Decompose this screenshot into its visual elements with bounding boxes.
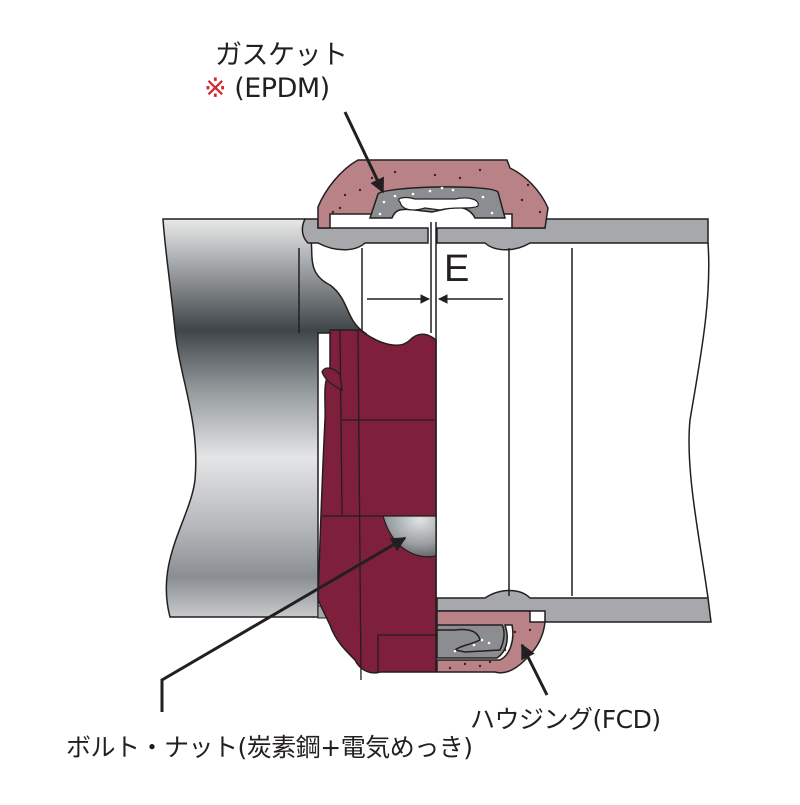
gap-label: E bbox=[444, 248, 469, 290]
bolt-nut bbox=[317, 329, 437, 674]
gasket-bottom bbox=[436, 624, 508, 659]
bolt-nut-lines bbox=[321, 329, 436, 681]
pipe-inner-lines bbox=[298, 222, 573, 610]
pipe-right-end bbox=[688, 242, 710, 599]
pipe-left-end bbox=[162, 218, 368, 618]
pipe-wall-top-left bbox=[301, 218, 429, 251]
nut-edge bbox=[339, 329, 343, 516]
gasket-top-cavity bbox=[398, 196, 479, 211]
housing-label: ハウジング(FCD) bbox=[470, 705, 661, 734]
gasket-bottom-dots bbox=[453, 638, 491, 653]
bolt-head bbox=[321, 367, 343, 392]
nut-hole bbox=[382, 515, 437, 558]
gasket-leader bbox=[343, 111, 385, 194]
note-mark: ※ bbox=[204, 73, 227, 104]
gasket-material-label: ※ (EPDM) bbox=[204, 73, 330, 104]
gasket-label: ガスケット bbox=[215, 40, 348, 71]
pipe-wall-bottom-right bbox=[436, 589, 712, 623]
gasket-material: (EPDM) bbox=[234, 73, 330, 104]
nut-edge bbox=[357, 329, 362, 681]
pipe-wall-top-right bbox=[436, 218, 709, 251]
housing-leader bbox=[520, 643, 549, 696]
housing-bottom-dots bbox=[448, 628, 532, 670]
nut-edge bbox=[377, 634, 436, 672]
gasket-top-dots bbox=[378, 186, 494, 216]
bolt-leader bbox=[160, 536, 407, 712]
housing-top-dots bbox=[331, 168, 542, 214]
bolt-nut-label: ボルト・ナット(炭素鋼+電気めっき) bbox=[66, 733, 473, 762]
